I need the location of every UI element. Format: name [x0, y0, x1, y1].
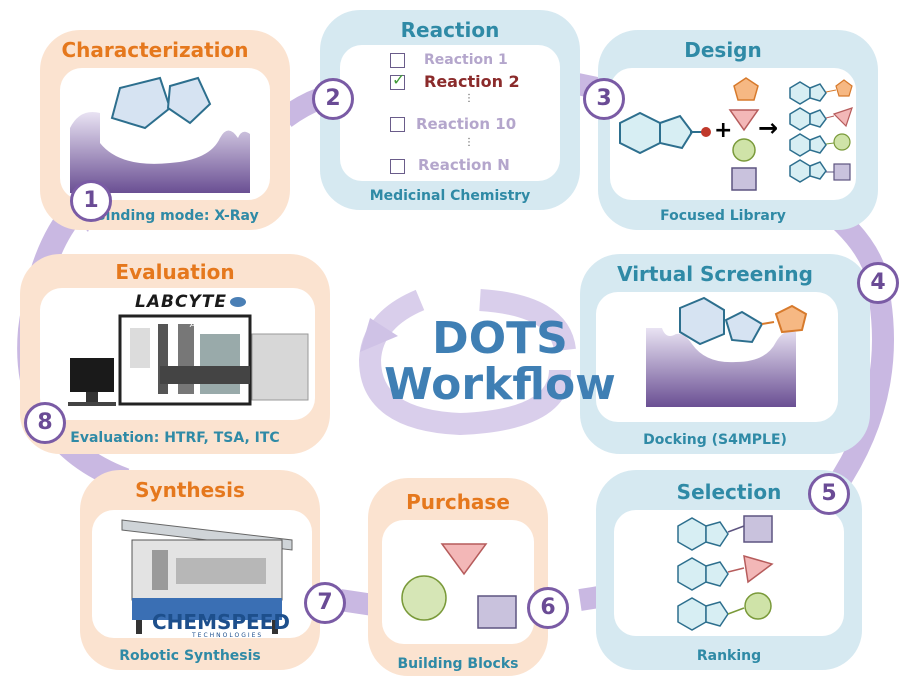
panel-subtitle: Evaluation: HTRF, TSA, ITC: [70, 430, 280, 446]
workflow-title-line1: DOTS: [432, 313, 568, 364]
robot-workstation-image: [68, 297, 309, 406]
checkbox[interactable]: [390, 53, 405, 68]
step-badge-7: 7: [304, 582, 346, 624]
panel-title: Reaction: [400, 18, 500, 42]
panel-inner: [614, 510, 844, 636]
labcyte-logo: LABCYTE: [135, 292, 227, 312]
panel-inner: [382, 520, 534, 644]
panel-subtitle: Building Blocks: [397, 656, 519, 672]
panel-title: Evaluation: [115, 260, 235, 284]
ranking-icon: [677, 515, 774, 631]
step-badge-1: 1: [70, 180, 112, 222]
chemspeed-logo-sub: TECHNOLOGIES: [192, 632, 264, 639]
step-badge-5: 5: [808, 473, 850, 515]
step-badge-2: 2: [312, 78, 354, 120]
workflow-title: DOTS Workflow: [380, 316, 620, 408]
workflow-title-line2: Workflow: [384, 359, 616, 410]
panel-subtitle: Binding mode: X-Ray: [95, 208, 259, 224]
panel-design: Design + → Focused Library: [598, 30, 878, 230]
panel-title: Purchase: [406, 490, 510, 514]
reaction-item: Reaction N: [418, 156, 510, 174]
step-badge-4: 4: [857, 262, 899, 304]
access-label: Access: [190, 320, 218, 329]
checkbox[interactable]: [390, 159, 405, 174]
step-badge-6: 6: [527, 587, 569, 629]
library-design-icon: [619, 77, 853, 191]
ellipsis: ⋮: [464, 93, 474, 104]
step-badge-8: 8: [24, 402, 66, 444]
panel-synthesis: Synthesis CHEMSPEED TECHNOLOGIES Robotic…: [80, 470, 320, 670]
reaction-item-selected: Reaction 2: [424, 72, 520, 91]
reaction-list: Reaction 1 ✓ Reaction 2 ⋮ Reaction 10 ⋮ …: [340, 45, 560, 181]
arrow-right-icon: →: [758, 114, 779, 142]
building-blocks-icon: [401, 543, 517, 629]
panel-virtual-screening: Virtual Screening Docking (S4MPLE): [580, 254, 870, 454]
panel-title: Selection: [676, 480, 782, 504]
panel-subtitle: Focused Library: [660, 208, 786, 224]
panel-title: Synthesis: [135, 478, 245, 502]
panel-title: Characterization: [61, 38, 249, 62]
ellipsis: ⋮: [464, 137, 474, 148]
checkbox-checked[interactable]: ✓: [390, 70, 406, 90]
panel-purchase: Purchase Building Blocks: [368, 478, 548, 676]
docking-pocket-icon: [646, 296, 808, 407]
panel-subtitle: Ranking: [696, 648, 762, 664]
protein-pocket-icon: [70, 76, 250, 193]
plus-sign: +: [714, 118, 733, 143]
panel-subtitle: Robotic Synthesis: [119, 648, 261, 664]
panel-title: Design: [684, 38, 762, 62]
panel-inner: LABCYTE Access: [40, 288, 315, 420]
panel-inner: CHEMSPEED TECHNOLOGIES: [92, 510, 312, 639]
panel-title: Virtual Screening: [617, 262, 813, 286]
panel-characterization: Characterization Binding mode: X-Ray: [40, 30, 290, 230]
chemspeed-logo: CHEMSPEED: [152, 610, 290, 634]
reaction-item: Reaction 1: [424, 52, 508, 68]
checkbox[interactable]: [390, 117, 405, 132]
panel-inner: + →: [610, 68, 856, 200]
panel-evaluation: Evaluation LABCYTE Access Evaluation: HT…: [20, 254, 330, 454]
reaction-item: Reaction 10: [416, 115, 517, 133]
panel-inner: [596, 292, 838, 422]
step-badge-3: 3: [583, 78, 625, 120]
panel-subtitle: Docking (S4MPLE): [643, 432, 787, 448]
synthesis-robot-image: [121, 519, 293, 634]
panel-subtitle: Medicinal Chemistry: [369, 188, 531, 204]
panel-inner: [60, 68, 270, 200]
panel-reaction: Reaction Reaction 1 ✓ Reaction 2 ⋮ React…: [320, 10, 580, 210]
